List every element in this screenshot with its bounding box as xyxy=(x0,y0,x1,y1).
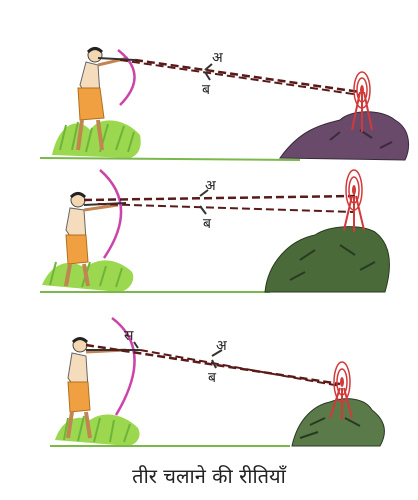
grass-patch xyxy=(39,120,301,161)
target xyxy=(351,71,373,132)
sight-line-lower xyxy=(139,349,341,387)
grass-patch xyxy=(50,414,290,447)
sight-line-upper xyxy=(134,58,361,94)
sight-line-upper xyxy=(83,194,356,202)
target xyxy=(343,169,365,232)
rock-mound xyxy=(264,226,390,293)
label-s: स xyxy=(124,328,134,344)
caption: तीर चलाने की रीतियाँ xyxy=(132,464,286,488)
grass-patch xyxy=(40,259,270,293)
archer xyxy=(66,337,127,439)
sight-line-lower xyxy=(97,203,356,213)
label-tick-b xyxy=(199,205,207,215)
bow xyxy=(111,316,136,416)
label-tick-a xyxy=(204,63,213,71)
label-tick-b xyxy=(211,359,217,369)
label-b: ब xyxy=(203,216,212,232)
label-a: अ xyxy=(212,50,223,66)
label-b: ब xyxy=(202,82,211,98)
rock-mound xyxy=(291,398,385,447)
rock-mound xyxy=(279,111,410,161)
panel-1: अ ब xyxy=(39,47,410,161)
archer xyxy=(76,47,129,151)
panel-2: अ ब xyxy=(40,169,390,293)
sight-line-upper xyxy=(85,343,341,386)
bow xyxy=(117,49,136,106)
label-tick-a xyxy=(211,349,223,357)
label-b: ब xyxy=(208,370,217,386)
label-a: अ xyxy=(205,178,216,194)
label-tick-a xyxy=(199,189,209,197)
bow xyxy=(99,169,123,259)
label-tick-s xyxy=(133,341,139,349)
target xyxy=(329,361,353,420)
label-tick-b xyxy=(204,71,211,81)
sight-line-lower xyxy=(119,59,361,96)
arrow xyxy=(97,57,136,61)
panel-3: स अ ब xyxy=(50,316,385,447)
label-a: अ xyxy=(216,338,227,354)
